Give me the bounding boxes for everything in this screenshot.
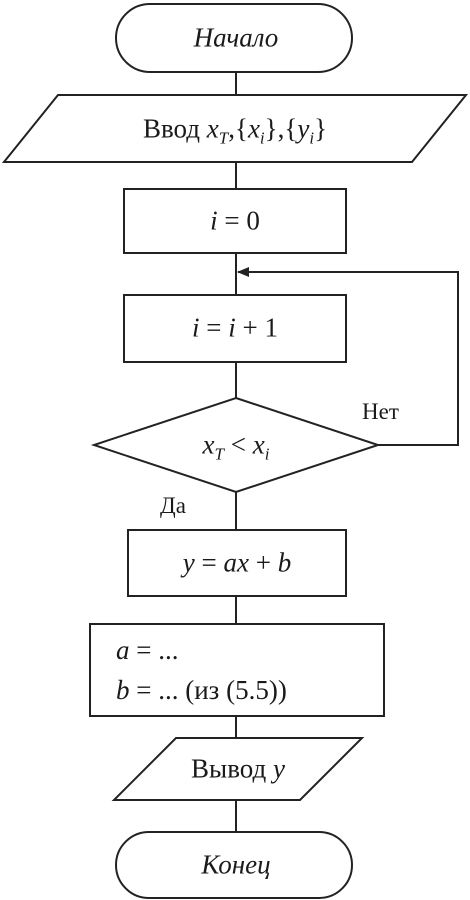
coeff-b-label: b = ... (из (5.5)) bbox=[116, 675, 287, 705]
output-parallelogram bbox=[111, 737, 365, 801]
condition-diamond bbox=[90, 396, 382, 494]
input-parallelogram bbox=[1, 94, 469, 163]
start-terminator bbox=[115, 3, 353, 73]
no-branch-label: Нет bbox=[362, 399, 399, 424]
formula-process-box bbox=[127, 529, 347, 597]
input-label: Ввод xT,{xi},{yi} bbox=[142, 113, 328, 148]
coeff-a-label: a = ... bbox=[116, 635, 179, 665]
formula-label: y = ax + b bbox=[182, 547, 292, 578]
yes-branch-label: Да bbox=[160, 493, 186, 518]
end-label: Конец bbox=[201, 849, 271, 880]
output-label: Вывод y bbox=[191, 753, 285, 784]
condition-label: xT < xi bbox=[202, 429, 270, 464]
init-label: i = 0 bbox=[210, 205, 260, 236]
init-process-box bbox=[123, 188, 347, 254]
increment-label: i = i + 1 bbox=[192, 312, 278, 343]
loop-back-arrow bbox=[237, 267, 459, 446]
start-label: Начало bbox=[193, 22, 279, 53]
coeffs-process-box bbox=[89, 623, 385, 717]
increment-process-box bbox=[123, 294, 347, 363]
end-terminator bbox=[115, 831, 353, 899]
